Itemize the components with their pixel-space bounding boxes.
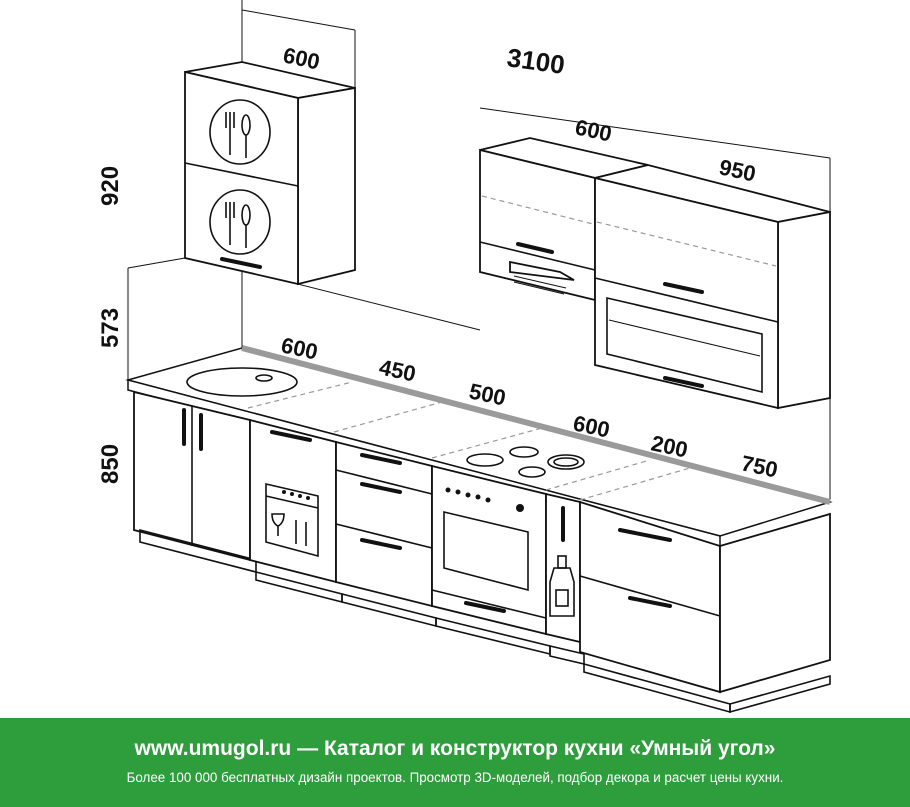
utensils-icon — [209, 99, 271, 165]
bottle-icon — [549, 555, 575, 617]
upper-left-cabinet — [184, 61, 356, 286]
site-link[interactable]: www.umugol.ru — [134, 737, 292, 760]
banner-title-line: www.umugol.ru — Каталог и конструктор ку… — [0, 718, 910, 762]
dim-wall-gap-height: 573 — [97, 308, 124, 348]
banner-subtitle: Более 100 000 бесплатных дизайн проектов… — [126, 770, 784, 785]
dim-upper-right-b: 950 — [717, 154, 758, 186]
dishwasher-icon — [265, 482, 319, 558]
banner-separator: — — [297, 737, 319, 760]
oven-icon — [443, 487, 529, 592]
upper-right-cabinets — [479, 137, 831, 410]
utensils-icon — [209, 189, 271, 255]
base-cabinets — [133, 390, 831, 714]
range-hood-icon — [509, 260, 575, 295]
sink-icon — [186, 367, 298, 397]
hob-icon — [466, 446, 585, 478]
dim-total-width: 3100 — [505, 42, 566, 80]
dimension-labels: 600 3100 600 950 920 573 850 600 450 500… — [97, 42, 780, 484]
kitchen-diagram: 600 3100 600 950 920 573 850 600 450 500… — [97, 0, 833, 714]
dim-upper-left-height: 920 — [97, 166, 124, 206]
banner-title: Каталог и конструктор кухни «Умный угол» — [323, 737, 776, 760]
dim-upper-left-width: 600 — [281, 42, 322, 74]
promo-banner: www.umugol.ru — Каталог и конструктор ку… — [0, 718, 910, 807]
dim-base-height: 850 — [97, 444, 124, 484]
dim-base-2: 450 — [377, 354, 418, 386]
dim-upper-right-a: 600 — [573, 114, 614, 146]
